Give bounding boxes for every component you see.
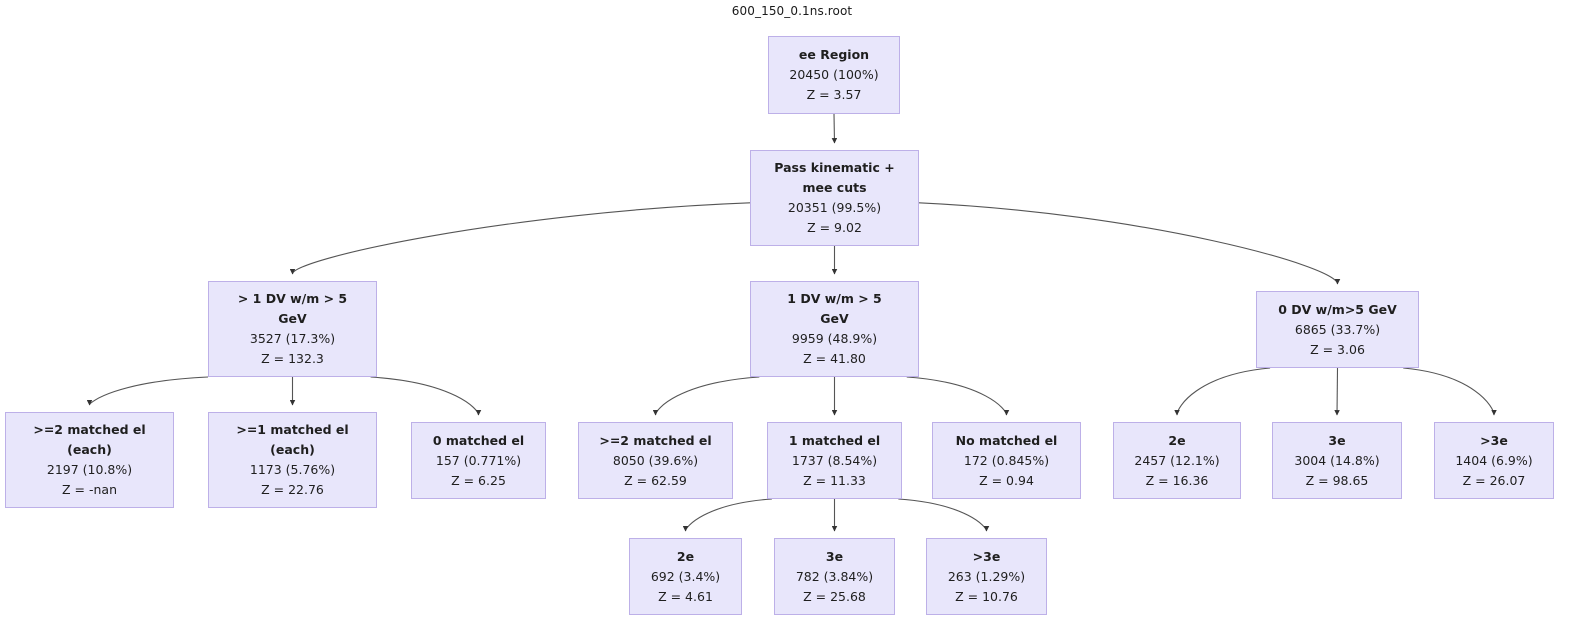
- node-significance: Z = 9.02: [807, 220, 862, 235]
- node-count: 20450 (100%): [789, 67, 879, 82]
- node-count: 8050 (39.6%): [612, 452, 699, 468]
- node-ge2-matched-el[interactable]: >=2 matched el 8050 (39.6%) Z = 62.59: [578, 422, 733, 499]
- node-count: 6865 (33.7%): [1294, 321, 1381, 337]
- node-label: >=2 matched el (each): [33, 422, 146, 457]
- node-significance: Z = 132.3: [261, 351, 324, 366]
- node-ge2-matched-el-each[interactable]: >=2 matched el (each) 2197 (10.8%) Z = -na…: [5, 412, 174, 508]
- node-label: 1 matched el: [788, 432, 881, 448]
- node-label: >=1 matched el (each): [236, 422, 349, 457]
- node-label: ee Region: [798, 47, 870, 62]
- edge-one-dv-wm-gt5-gev-to-no-matched-el: [906, 376, 1010, 416]
- node-label: 0 matched el: [432, 432, 525, 448]
- node-onematched-2e[interactable]: 2e 692 (3.4%) Z = 4.61: [629, 538, 742, 615]
- edge-one-matched-el-to-onematched-gt3e: [898, 498, 990, 532]
- node-count: 3527 (17.3%): [249, 331, 336, 346]
- node-label: >3e: [972, 548, 1001, 564]
- node-count: 1737 (8.54%): [791, 452, 878, 468]
- node-significance: Z = 11.33: [803, 472, 866, 488]
- node-significance: Z = 62.59: [624, 472, 687, 488]
- node-count: 263 (1.29%): [947, 568, 1026, 584]
- node-count: 9959 (48.9%): [791, 331, 878, 346]
- node-gt1-dv-wm-gt5-gev[interactable]: > 1 DV w/m > 5 GeV 3527 (17.3%) Z = 132.3: [208, 281, 377, 377]
- node-significance: Z = 10.76: [955, 588, 1018, 604]
- node-significance: Z = 16.36: [1145, 472, 1209, 488]
- node-significance: Z = 25.68: [803, 588, 866, 604]
- edge-gt1-dv-wm-gt5-gev-to-ge2-matched-el-each: [86, 376, 209, 406]
- node-zero-dv-wm-gt5-gev[interactable]: 0 DV w/m>5 GeV 6865 (33.7%) Z = 3.06: [1256, 291, 1419, 368]
- node-significance: Z = 22.76: [261, 482, 324, 497]
- edge-zero-dv-wm-gt5-gev-to-zerodv-gt3e: [1403, 367, 1497, 416]
- node-count: 1404 (6.9%): [1455, 452, 1533, 468]
- node-count: 1173 (5.76%): [249, 462, 336, 477]
- node-label: Pass kinematic + mee cuts: [774, 160, 895, 195]
- node-count: 2457 (12.1%): [1134, 452, 1220, 468]
- node-significance: Z = 98.65: [1305, 472, 1369, 488]
- node-label: >=2 matched el: [599, 432, 712, 448]
- node-label: 3e: [1328, 432, 1346, 448]
- node-significance: Z = -nan: [62, 482, 117, 497]
- edge-zero-dv-wm-gt5-gev-to-zerodv-2e: [1174, 367, 1271, 416]
- node-onematched-3e[interactable]: 3e 782 (3.84%) Z = 25.68: [774, 538, 895, 615]
- node-significance: Z = 3.06: [1310, 341, 1365, 357]
- edge-pass-kinematic-mee-to-zero-dv-wm-gt5-gev: [918, 202, 1341, 285]
- node-label: >3e: [1480, 432, 1508, 448]
- node-ge1-matched-el-each[interactable]: >=1 matched el (each) 1173 (5.76%) Z = 22.…: [208, 412, 377, 508]
- edge-one-dv-wm-gt5-gev-to-ge2-matched-el: [652, 376, 760, 416]
- node-label: 0 DV w/m>5 GeV: [1278, 301, 1397, 317]
- edge-ee-region-to-pass-kinematic-mee: [831, 113, 838, 144]
- node-no-matched-el[interactable]: No matched el 172 (0.845%) Z = 0.94: [932, 422, 1081, 499]
- node-significance: Z = 3.57: [806, 87, 862, 102]
- node-count: 782 (3.84%): [795, 568, 874, 584]
- node-label: 1 DV w/m > 5 GeV: [787, 291, 882, 326]
- node-label: > 1 DV w/m > 5 GeV: [237, 291, 348, 326]
- node-zerodv-2e[interactable]: 2e 2457 (12.1%) Z = 16.36: [1113, 422, 1241, 499]
- node-zerodv-3e[interactable]: 3e 3004 (14.8%) Z = 98.65: [1272, 422, 1402, 499]
- node-significance: Z = 26.07: [1462, 472, 1526, 488]
- node-label: 2e: [1168, 432, 1186, 448]
- page-title: 600_150_0.1ns.root: [731, 4, 853, 18]
- edge-zero-dv-wm-gt5-gev-to-zerodv-3e: [1334, 367, 1340, 416]
- node-count: 20351 (99.5%): [787, 200, 882, 215]
- node-ee-region[interactable]: ee Region 20450 (100%) Z = 3.57: [768, 36, 900, 114]
- node-onematched-gt3e[interactable]: >3e 263 (1.29%) Z = 10.76: [926, 538, 1047, 615]
- node-label: 3e: [825, 548, 844, 564]
- edge-one-matched-el-to-onematched-2e: [682, 498, 772, 532]
- node-significance: Z = 4.61: [658, 588, 713, 604]
- node-zerodv-gt3e[interactable]: >3e 1404 (6.9%) Z = 26.07: [1434, 422, 1554, 499]
- node-significance: Z = 41.80: [803, 351, 866, 366]
- node-count: 172 (0.845%): [963, 452, 1050, 468]
- node-significance: Z = 0.94: [979, 472, 1034, 488]
- node-label: No matched el: [955, 432, 1058, 448]
- node-pass-kinematic-mee[interactable]: Pass kinematic + mee cuts 20351 (99.5%) Z …: [750, 150, 919, 246]
- edge-pass-kinematic-mee-to-gt1-dv-wm-gt5-gev: [289, 202, 751, 275]
- node-count: 3004 (14.8%): [1294, 452, 1380, 468]
- node-label: 2e: [676, 548, 695, 564]
- node-significance: Z = 6.25: [451, 472, 506, 488]
- node-zero-matched-el[interactable]: 0 matched el 157 (0.771%) Z = 6.25: [411, 422, 546, 499]
- node-one-matched-el[interactable]: 1 matched el 1737 (8.54%) Z = 11.33: [767, 422, 902, 499]
- node-count: 2197 (10.8%): [46, 462, 133, 477]
- node-count: 692 (3.4%): [650, 568, 721, 584]
- edge-gt1-dv-wm-gt5-gev-to-zero-matched-el: [370, 376, 482, 416]
- node-one-dv-wm-gt5-gev[interactable]: 1 DV w/m > 5 GeV 9959 (48.9%) Z = 41.80: [750, 281, 919, 377]
- node-count: 157 (0.771%): [435, 452, 522, 468]
